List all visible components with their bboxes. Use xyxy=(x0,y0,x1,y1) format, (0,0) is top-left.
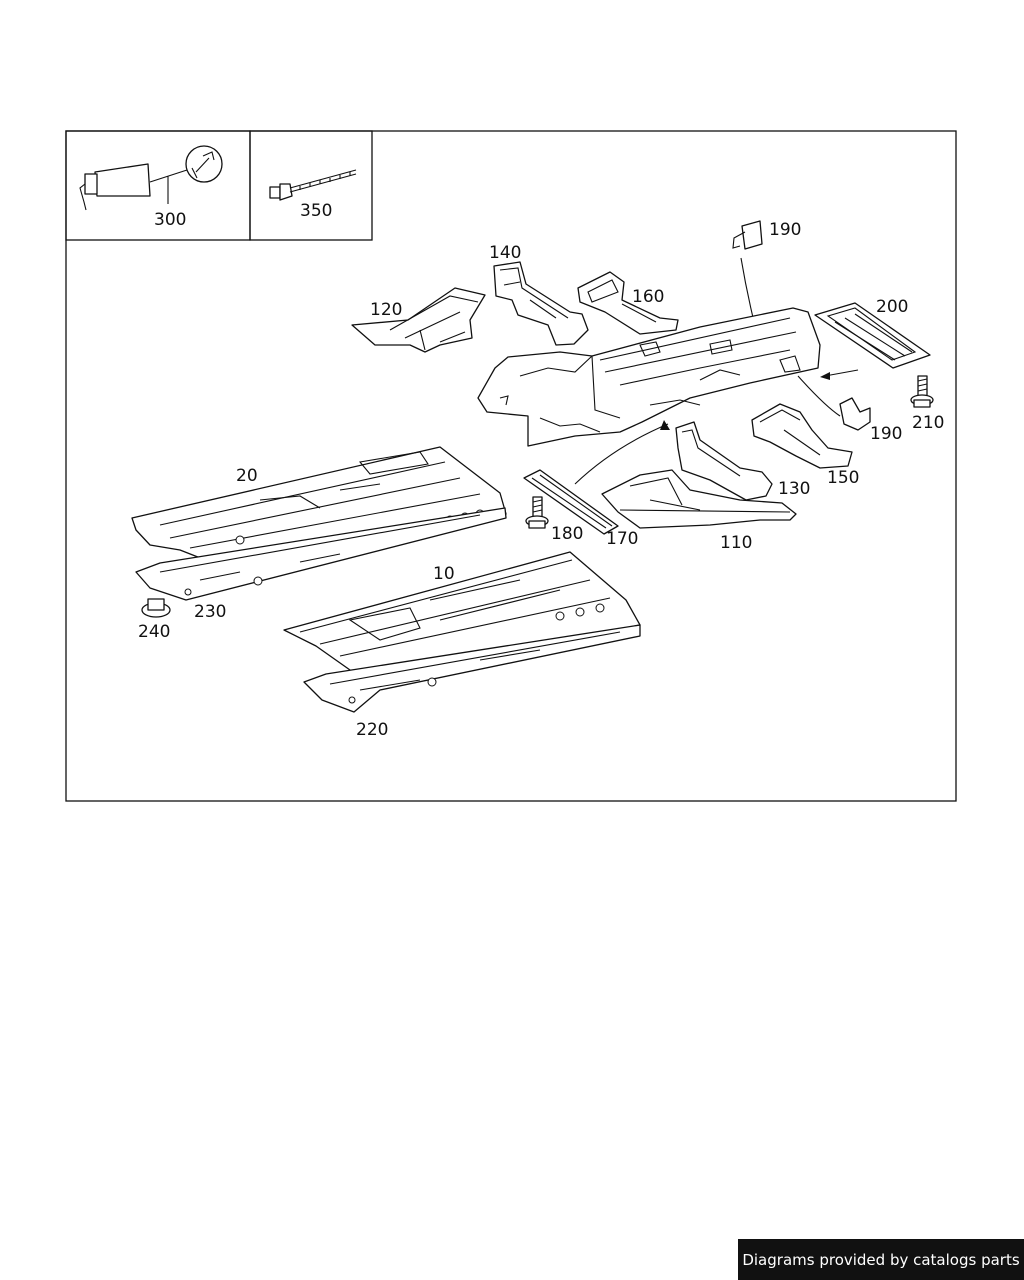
callout-240: 240 xyxy=(138,622,170,642)
callout-140: 140 xyxy=(489,243,521,263)
callout-170: 170 xyxy=(606,529,638,549)
callout-300: 300 xyxy=(154,210,186,230)
plate-200-icon xyxy=(814,302,931,369)
footer-credit-text: Diagrams provided by catalogs parts xyxy=(742,1250,1020,1269)
bracket-160-icon xyxy=(577,271,679,335)
callout-190-top: 190 xyxy=(769,220,801,240)
bracket-140-icon xyxy=(493,261,589,346)
callout-10: 10 xyxy=(433,564,455,584)
callout-200: 200 xyxy=(876,297,908,317)
diagram-frame xyxy=(65,130,957,802)
callout-160: 160 xyxy=(632,287,664,307)
callout-180: 180 xyxy=(551,524,583,544)
callout-230: 230 xyxy=(194,602,226,622)
callout-220: 220 xyxy=(356,720,388,740)
inset-box-350 xyxy=(249,130,373,241)
callout-130: 130 xyxy=(778,479,810,499)
bracket-130-icon xyxy=(574,420,773,501)
bracket-120-icon xyxy=(351,287,486,353)
footer-credit: Diagrams provided by catalogs parts xyxy=(738,1239,1024,1280)
sill-220-icon xyxy=(303,624,641,713)
grommet-240-icon xyxy=(141,598,171,618)
reinforcement-170-icon xyxy=(523,469,619,535)
callout-190-bottom: 190 xyxy=(870,424,902,444)
front-frame-assembly-icon xyxy=(477,307,821,447)
callout-120: 120 xyxy=(370,300,402,320)
bolt-180-icon xyxy=(525,496,549,529)
callout-20: 20 xyxy=(236,466,258,486)
callout-210: 210 xyxy=(912,413,944,433)
callout-110: 110 xyxy=(720,533,752,553)
clip-190-bottom-icon xyxy=(797,369,871,431)
callout-350: 350 xyxy=(300,201,332,221)
sealant-tube-icon xyxy=(79,145,223,211)
sill-230-icon xyxy=(135,507,507,601)
rivet-icon xyxy=(269,169,357,201)
bolt-210-icon xyxy=(910,375,934,408)
bracket-150-icon xyxy=(751,403,853,469)
callout-150: 150 xyxy=(827,468,859,488)
rail-110-icon xyxy=(601,469,797,529)
